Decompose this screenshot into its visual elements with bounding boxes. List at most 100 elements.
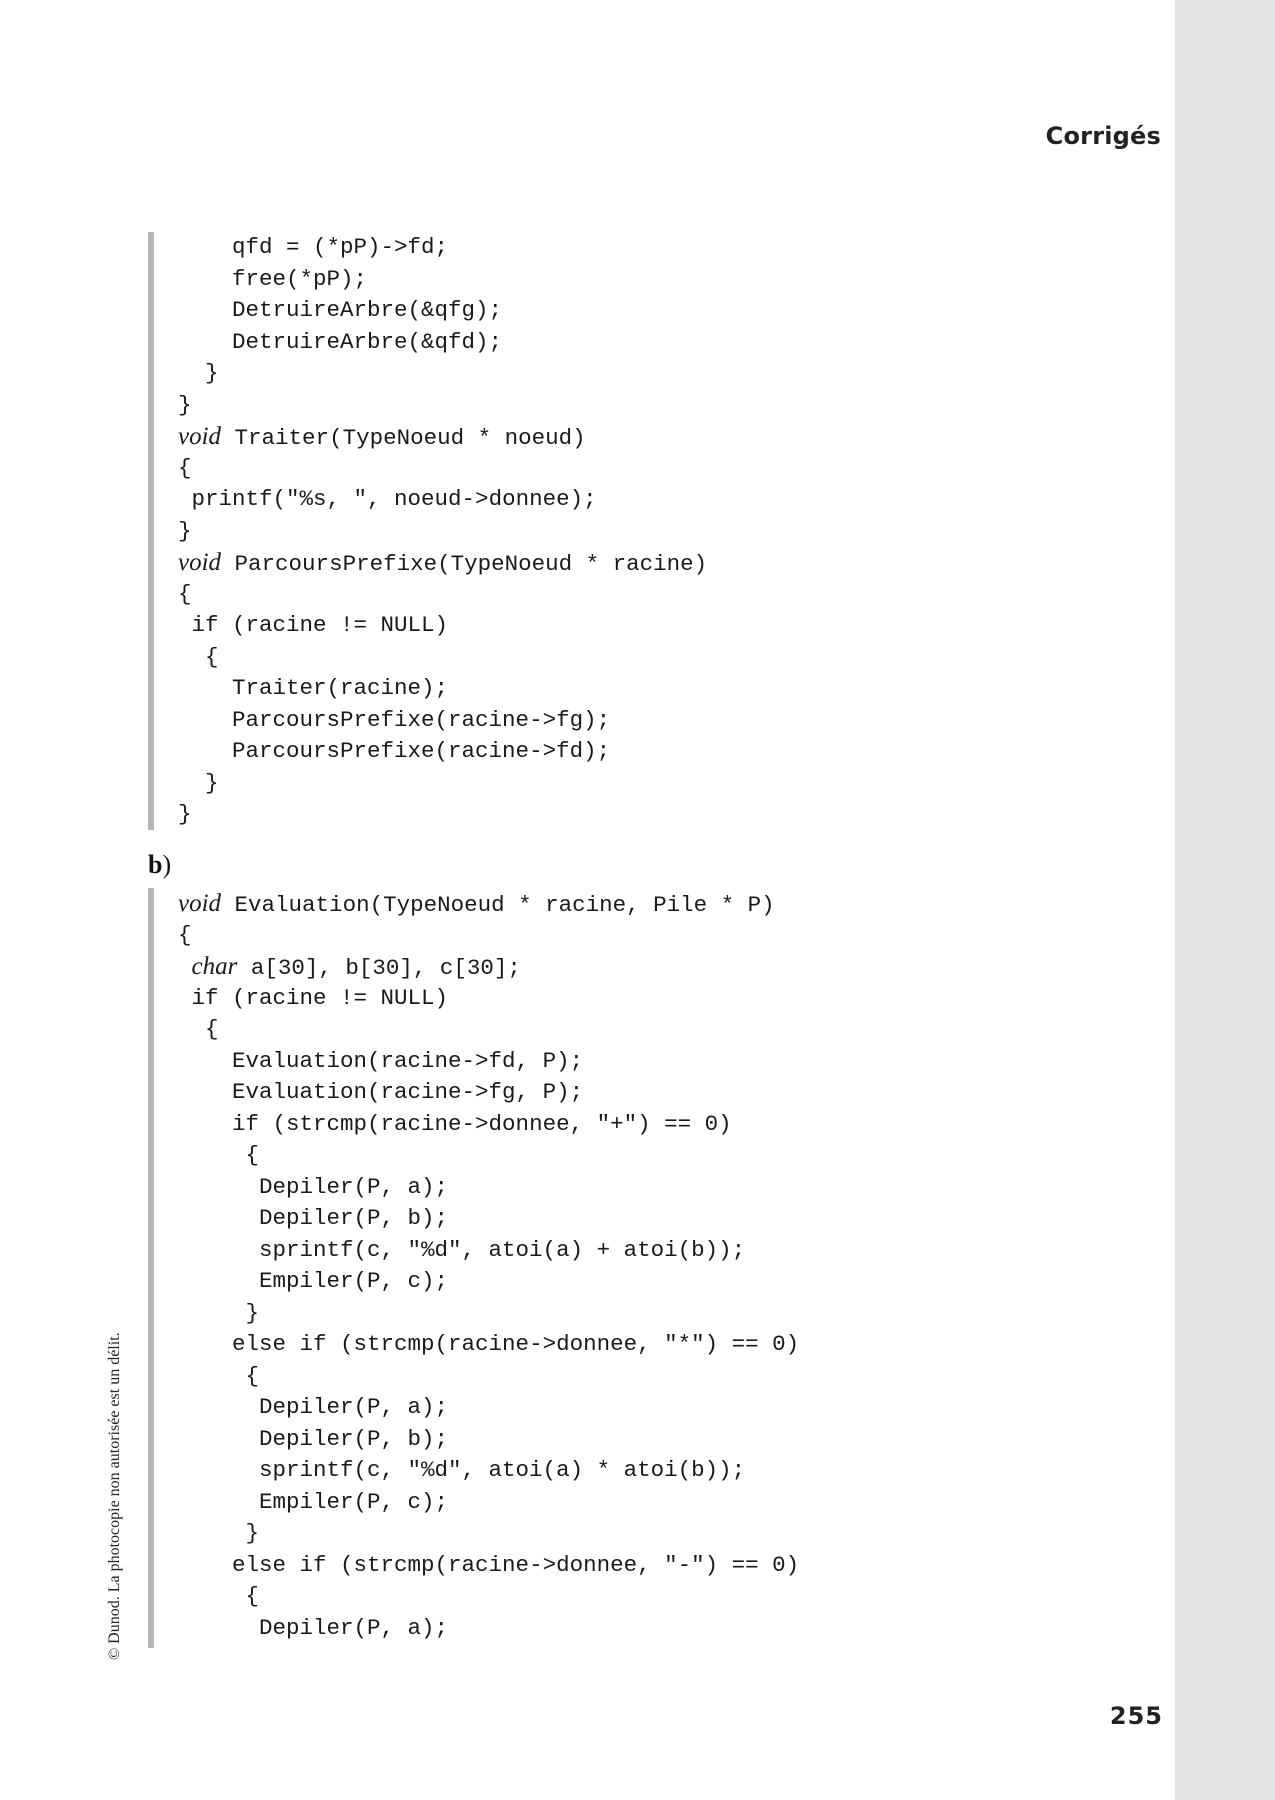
code-text: Depiler(P, b);: [259, 1425, 449, 1452]
code-indent: [178, 675, 232, 701]
code-line: void ParcoursPrefixe(TypeNoeud * racine): [178, 547, 707, 579]
code-block-b: void Evaluation(TypeNoeud * racine, Pile…: [148, 888, 799, 1648]
code-indent: [178, 707, 232, 733]
code-indent: [178, 1268, 259, 1294]
code-indent: [178, 1394, 259, 1420]
code-indent: [178, 770, 205, 796]
code-line: {: [178, 453, 707, 485]
code-line: }: [178, 1518, 799, 1550]
code-indent: [178, 266, 232, 292]
running-head: Corrigés: [1045, 122, 1161, 150]
code-keyword: void: [178, 890, 222, 917]
code-indent: [178, 1237, 259, 1263]
code-text: Evaluation(racine->fd, P);: [232, 1047, 584, 1074]
code-indent: [178, 1583, 246, 1609]
code-indent: [178, 1489, 259, 1515]
code-indent: [178, 985, 192, 1011]
code-indent: [178, 1520, 246, 1546]
code-line: Empiler(P, c);: [178, 1266, 799, 1298]
code-line: {: [178, 1581, 799, 1613]
code-line: Evaluation(racine->fg, P);: [178, 1077, 799, 1109]
code-text: qfd = (*pP)->fd;: [232, 234, 449, 260]
code-line: Empiler(P, c);: [178, 1487, 799, 1519]
code-text: if (racine != NULL): [191, 612, 449, 638]
code-text: {: [178, 454, 192, 481]
code-text: }: [205, 360, 219, 386]
code-line: if (racine != NULL): [178, 610, 707, 642]
code-text: Traiter(racine);: [232, 675, 449, 701]
code-line: }: [178, 768, 707, 800]
code-line: {: [178, 1140, 799, 1172]
code-indent: [178, 1174, 259, 1200]
code-indent: [178, 738, 232, 764]
code-text: }: [245, 1520, 260, 1546]
code-indent: [178, 234, 232, 260]
code-line: Depiler(P, b);: [178, 1424, 799, 1456]
code-line: ParcoursPrefixe(racine->fd);: [178, 736, 707, 768]
code-indent: [178, 1205, 259, 1231]
code-indent: [178, 1142, 246, 1168]
code-text: ParcoursPrefixe(TypeNoeud * racine): [221, 551, 708, 577]
code-line: Depiler(P, a);: [178, 1613, 799, 1645]
code-text: Evaluation(TypeNoeud * racine, Pile * P): [221, 892, 775, 918]
code-text: }: [205, 769, 219, 796]
code-block-a: qfd = (*pP)->fd; free(*pP); DetruireArbr…: [148, 232, 707, 830]
code-indent: [178, 644, 205, 670]
code-line: }: [178, 799, 707, 831]
code-keyword: void: [178, 423, 222, 450]
code-keyword: void: [178, 549, 222, 576]
code-line: Depiler(P, a);: [178, 1172, 799, 1204]
code-text: sprintf(c, "%d", atoi(a) * atoi(b));: [259, 1457, 746, 1483]
code-text: ParcoursPrefixe(racine->fd);: [232, 738, 611, 764]
code-indent: [178, 360, 205, 386]
code-text: {: [178, 580, 192, 607]
code-text: {: [245, 1362, 260, 1389]
section-label-paren: ): [162, 850, 172, 879]
code-line: else if (strcmp(racine->donnee, "*") == …: [178, 1329, 799, 1361]
code-line: if (strcmp(racine->donnee, "+") == 0): [178, 1109, 799, 1141]
code-text: Depiler(P, a);: [259, 1173, 449, 1200]
code-text: Depiler(P, a);: [259, 1614, 449, 1641]
code-indent: [178, 1300, 246, 1326]
code-text: if (strcmp(racine->donnee, "+") == 0): [232, 1110, 732, 1137]
code-line: qfd = (*pP)->fd;: [178, 232, 707, 264]
code-line: free(*pP);: [178, 264, 707, 296]
copyright-notice: © Dunod. La photocopie non autorisée est…: [106, 1332, 123, 1660]
code-text: }: [178, 391, 192, 418]
code-indent: [178, 1552, 232, 1578]
code-text: Evaluation(racine->fg, P);: [232, 1079, 584, 1105]
code-text: else if (strcmp(racine->donnee, "*") == …: [232, 1331, 800, 1357]
code-text: a[30], b[30], c[30];: [237, 955, 521, 981]
code-text: DetruireArbre(&qfd);: [232, 328, 503, 355]
code-text: ParcoursPrefixe(racine->fg);: [232, 706, 611, 733]
code-text: Empiler(P, c);: [259, 1488, 449, 1515]
code-line: else if (strcmp(racine->donnee, "-") == …: [178, 1550, 799, 1582]
code-text: }: [245, 1299, 260, 1326]
code-line: if (racine != NULL): [178, 983, 799, 1015]
code-text: {: [245, 1583, 260, 1609]
code-line: Depiler(P, b);: [178, 1203, 799, 1235]
code-line: {: [178, 920, 799, 952]
code-text: if (racine != NULL): [191, 984, 449, 1011]
code-line: }: [178, 358, 707, 390]
code-line: Traiter(racine);: [178, 673, 707, 705]
code-indent: [178, 1048, 232, 1074]
code-indent: [178, 1457, 259, 1483]
code-text: Traiter(TypeNoeud * noeud): [221, 425, 586, 451]
code-line: sprintf(c, "%d", atoi(a) + atoi(b));: [178, 1235, 799, 1267]
code-indent: [178, 329, 232, 355]
page-number: 255: [1109, 1702, 1163, 1730]
code-text: printf("%s, ", noeud->donnee);: [191, 486, 597, 512]
code-line: {: [178, 579, 707, 611]
page-margin-strip: [1175, 0, 1275, 1800]
code-line: Depiler(P, a);: [178, 1392, 799, 1424]
code-line: ParcoursPrefixe(racine->fg);: [178, 705, 707, 737]
code-text: {: [245, 1142, 260, 1168]
code-line: }: [178, 390, 707, 422]
code-indent: [178, 297, 232, 323]
section-label-letter: b: [148, 850, 163, 879]
code-indent: [178, 1615, 259, 1641]
code-line: void Evaluation(TypeNoeud * racine, Pile…: [178, 888, 799, 920]
code-line: DetruireArbre(&qfg);: [178, 295, 707, 327]
code-line: char a[30], b[30], c[30];: [178, 951, 799, 983]
